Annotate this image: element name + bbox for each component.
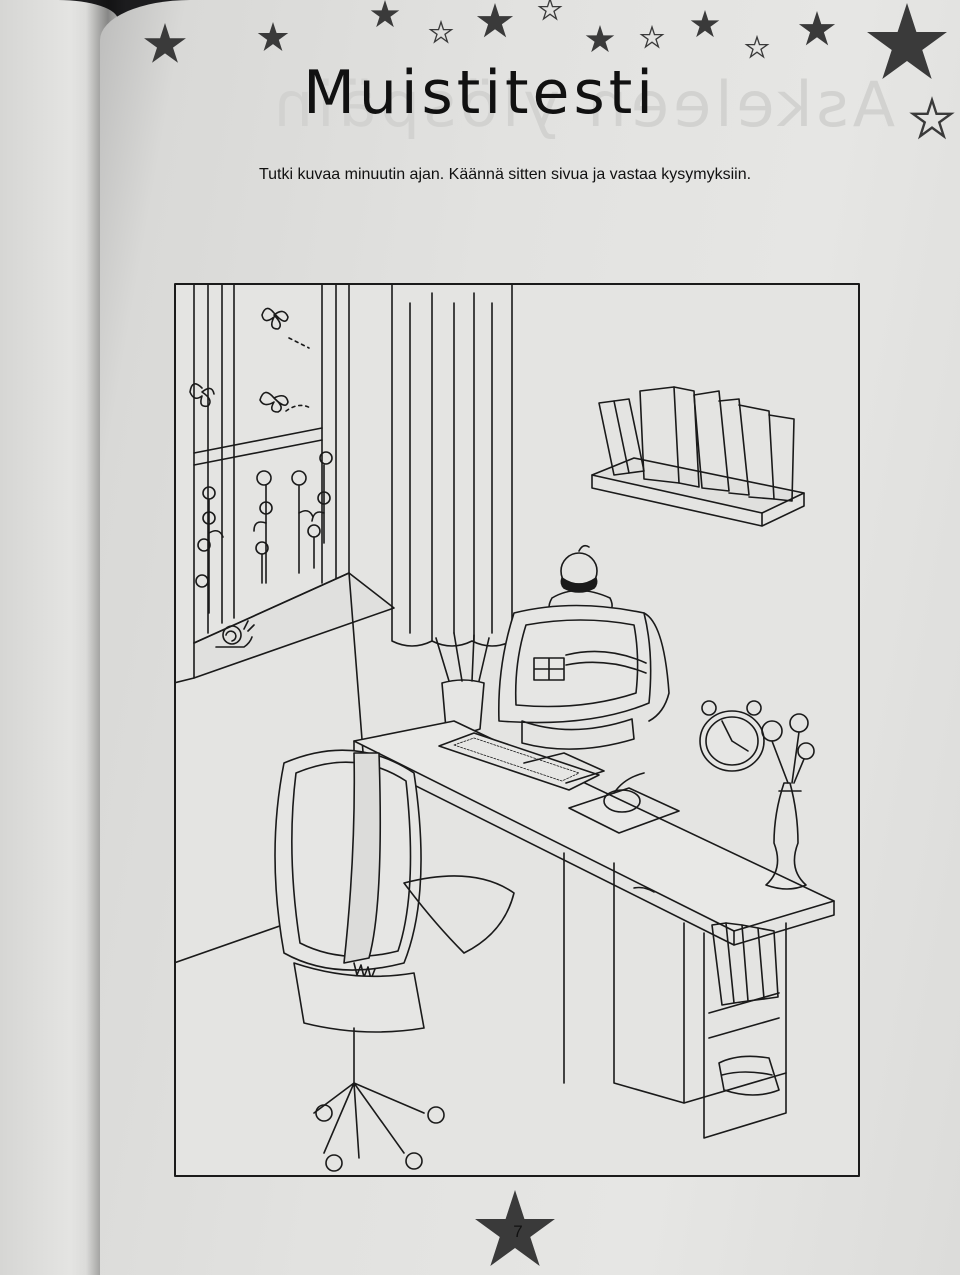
star-outline-icon xyxy=(431,22,452,42)
room-illustration xyxy=(174,283,860,1177)
keyboard xyxy=(438,732,605,791)
page-number-star xyxy=(475,1190,555,1266)
office-chair xyxy=(274,749,515,1172)
star-icon xyxy=(798,11,836,46)
star-icon xyxy=(144,23,186,63)
decorative-stars xyxy=(144,0,960,260)
instruction-text: Tutki kuvaa minuutin ajan. Käännä sitten… xyxy=(258,166,752,183)
mouse-pad xyxy=(568,772,680,834)
storage-box xyxy=(718,1055,780,1096)
page-number: 7 xyxy=(513,1222,523,1241)
desk-books xyxy=(711,922,779,1006)
star-outline-icon xyxy=(642,27,663,47)
butterfly-icon xyxy=(189,307,313,413)
computer-monitor xyxy=(497,604,670,750)
star-icon xyxy=(476,3,514,38)
snail-icon xyxy=(215,620,255,648)
star-icon xyxy=(585,25,615,53)
star-icon xyxy=(370,0,400,28)
left-page-edge xyxy=(0,0,118,1275)
star-icon xyxy=(257,22,289,51)
pencil-cup xyxy=(435,632,490,733)
star-outline-icon xyxy=(747,37,768,57)
page-title: Muistitesti xyxy=(303,58,657,128)
flower-vase xyxy=(761,713,815,890)
window-flowers xyxy=(195,451,333,614)
bookshelf xyxy=(591,386,805,527)
star-icon xyxy=(475,1190,555,1266)
clock-icon xyxy=(699,700,765,772)
star-icon xyxy=(690,10,720,38)
star-outline-icon xyxy=(540,0,561,19)
desk xyxy=(353,720,835,1139)
window xyxy=(174,283,395,684)
curtain xyxy=(383,283,520,647)
